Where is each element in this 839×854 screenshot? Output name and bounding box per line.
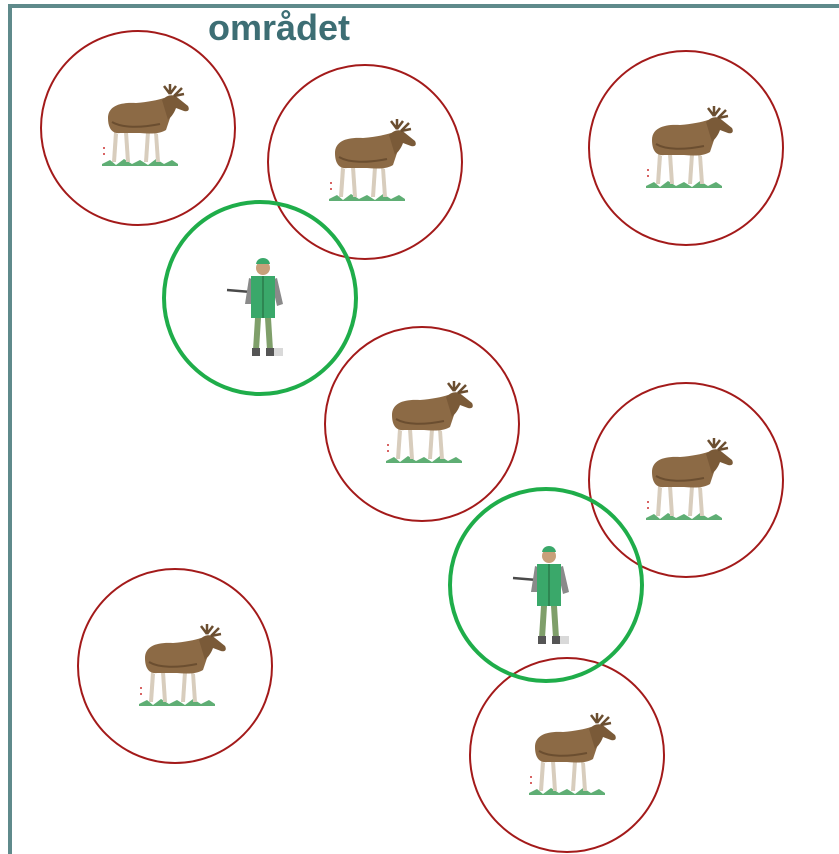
- frame-left: [8, 4, 12, 854]
- hunter-zone-2: [448, 487, 644, 683]
- moose-zone-1: [40, 30, 236, 226]
- diagram-title: området: [205, 8, 354, 48]
- hunter-zone-1: [162, 200, 358, 396]
- moose-zone-6: [77, 568, 273, 764]
- moose-zone-7: [469, 657, 665, 853]
- frame-top: [8, 4, 839, 8]
- moose-icon: [644, 104, 735, 190]
- moose-zone-5: [588, 382, 784, 578]
- moose-icon: [137, 622, 228, 708]
- moose-zone-2: [267, 64, 463, 260]
- hunter-icon: [511, 544, 571, 646]
- moose-zone-3: [588, 50, 784, 246]
- moose-zone-4: [324, 326, 520, 522]
- moose-icon: [327, 117, 418, 203]
- hunter-icon: [225, 256, 285, 358]
- moose-icon: [527, 711, 618, 797]
- moose-icon: [100, 82, 191, 168]
- moose-icon: [644, 436, 735, 522]
- moose-icon: [384, 379, 475, 465]
